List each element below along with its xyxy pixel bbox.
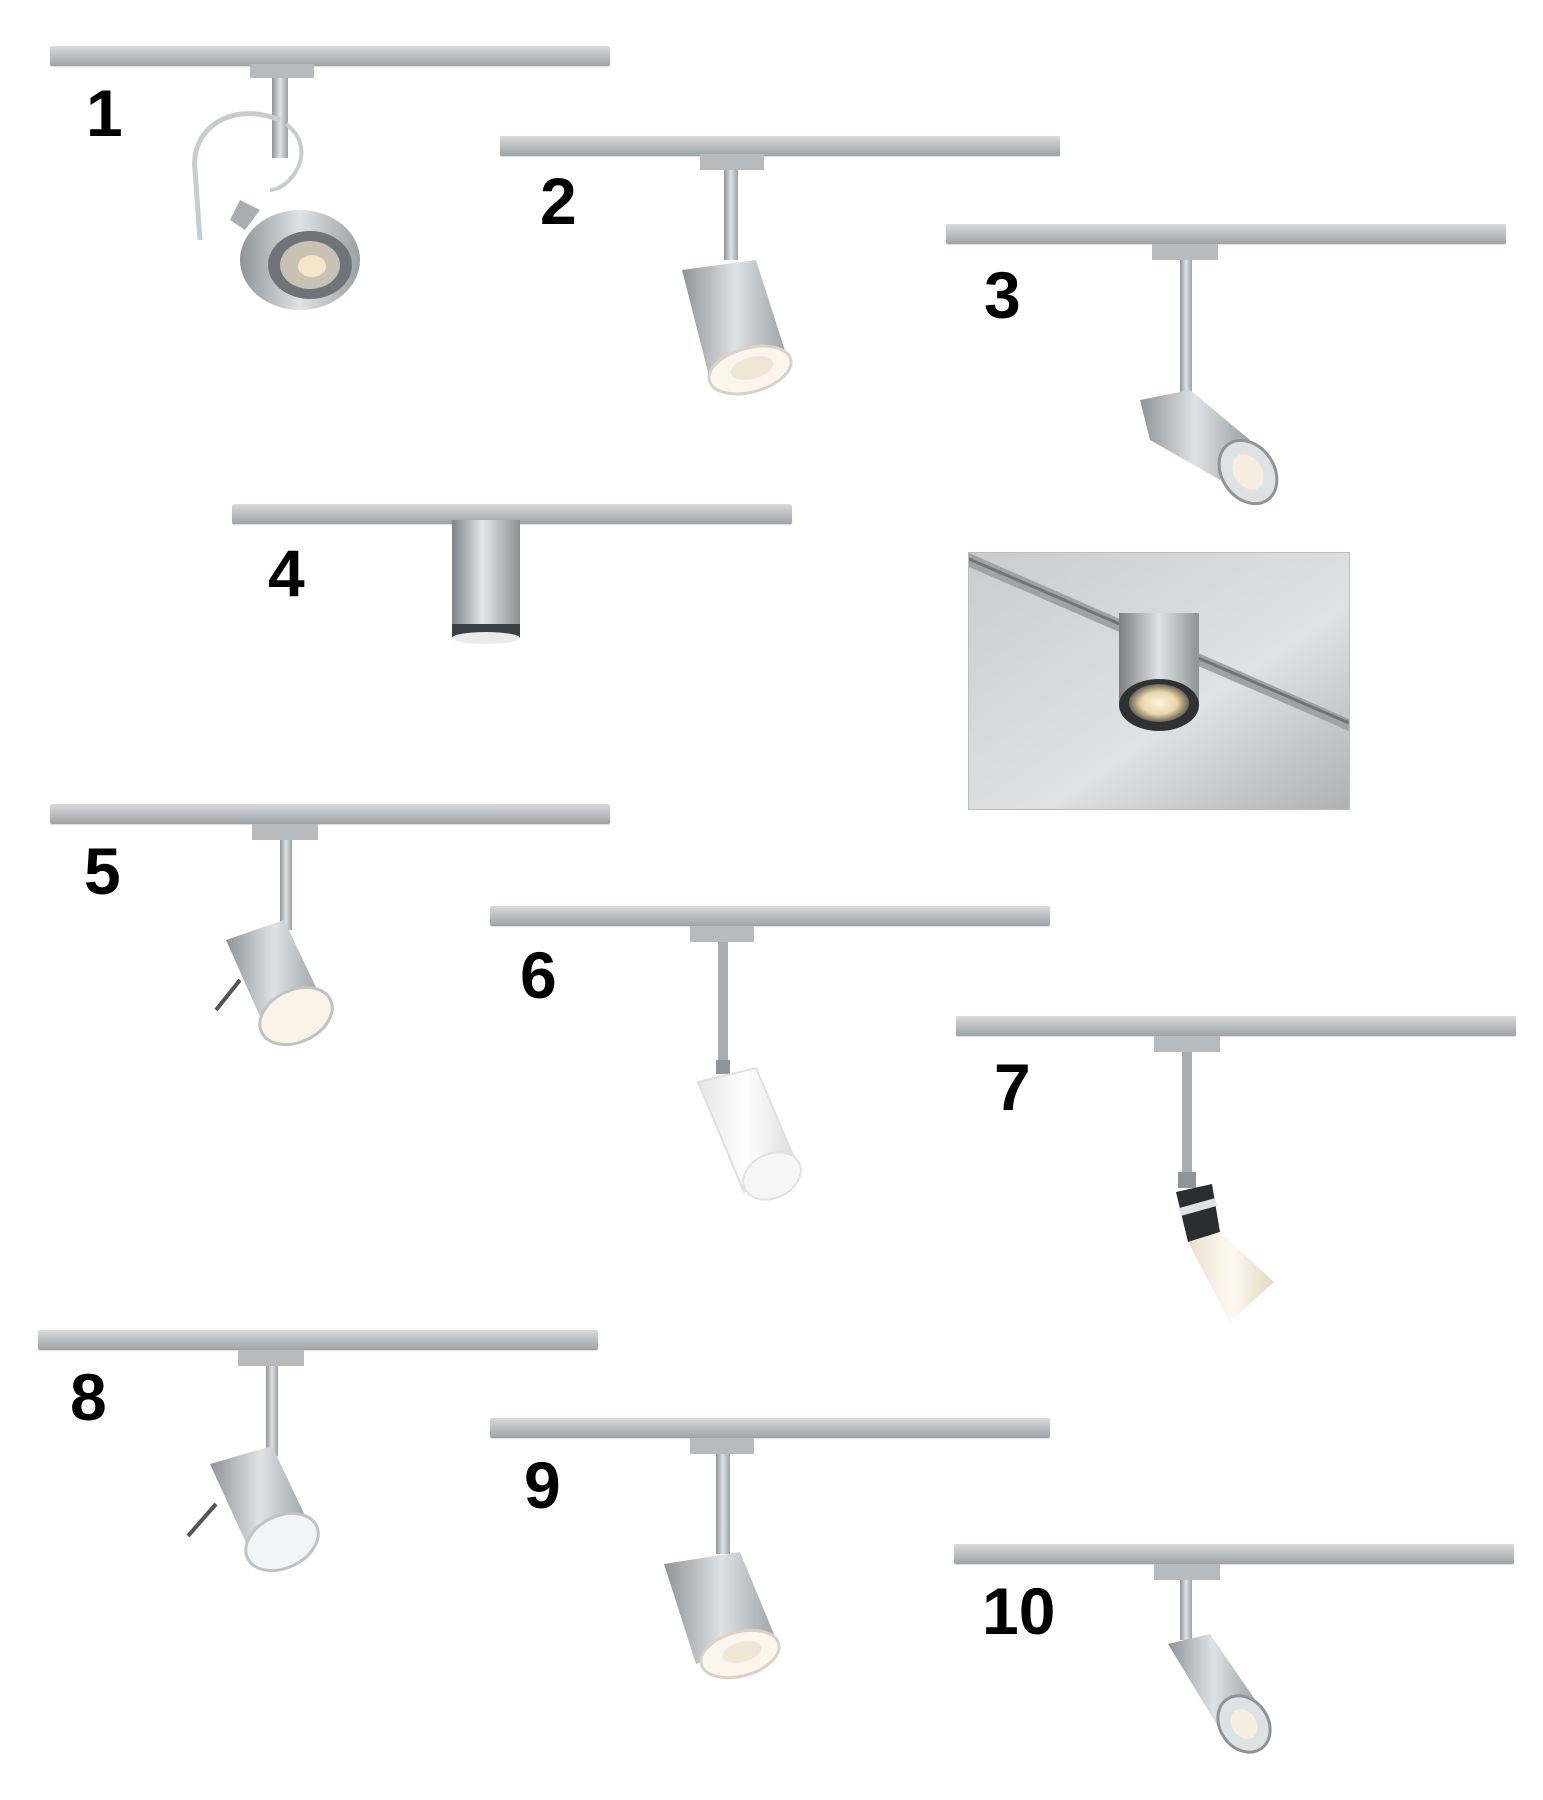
track-spotlight-tilt-icon xyxy=(1140,244,1279,506)
track-spotlight-cylinder-icon xyxy=(186,1350,320,1573)
track-rail xyxy=(954,1544,1514,1564)
product-number: 3 xyxy=(984,258,1021,332)
product-number: 7 xyxy=(994,1050,1031,1124)
track-rail xyxy=(946,224,1506,244)
track-spotlight-cone-icon xyxy=(682,154,793,396)
track-rail xyxy=(956,1016,1516,1036)
track-rail xyxy=(38,1330,598,1350)
product-number: 4 xyxy=(268,536,305,610)
track-spotlight-cylinder-icon xyxy=(214,824,334,1047)
track-pendant-glass-icon xyxy=(690,926,802,1201)
product-number: 10 xyxy=(982,1574,1056,1648)
product-number: 2 xyxy=(540,164,577,238)
track-spotlight-tilt-icon xyxy=(1154,1564,1272,1754)
track-rail xyxy=(490,906,1050,926)
track-rail xyxy=(50,804,610,824)
track-spotlight-glass-icon xyxy=(1154,1036,1274,1322)
product-number: 9 xyxy=(524,1448,561,1522)
track-rail xyxy=(232,504,792,524)
product-number: 1 xyxy=(86,76,123,150)
product-number: 5 xyxy=(84,834,121,908)
track-cylinder-pendant-icon xyxy=(452,520,520,644)
product-number: 6 xyxy=(520,938,557,1012)
track-rail xyxy=(500,136,1060,156)
installed-downlight-photo xyxy=(968,552,1350,810)
track-spotlight-ar111-icon xyxy=(192,64,360,310)
track-spotlight-cone-icon xyxy=(664,1438,781,1680)
product-number: 8 xyxy=(70,1360,107,1434)
track-rail xyxy=(490,1418,1050,1438)
track-rail xyxy=(50,46,610,66)
